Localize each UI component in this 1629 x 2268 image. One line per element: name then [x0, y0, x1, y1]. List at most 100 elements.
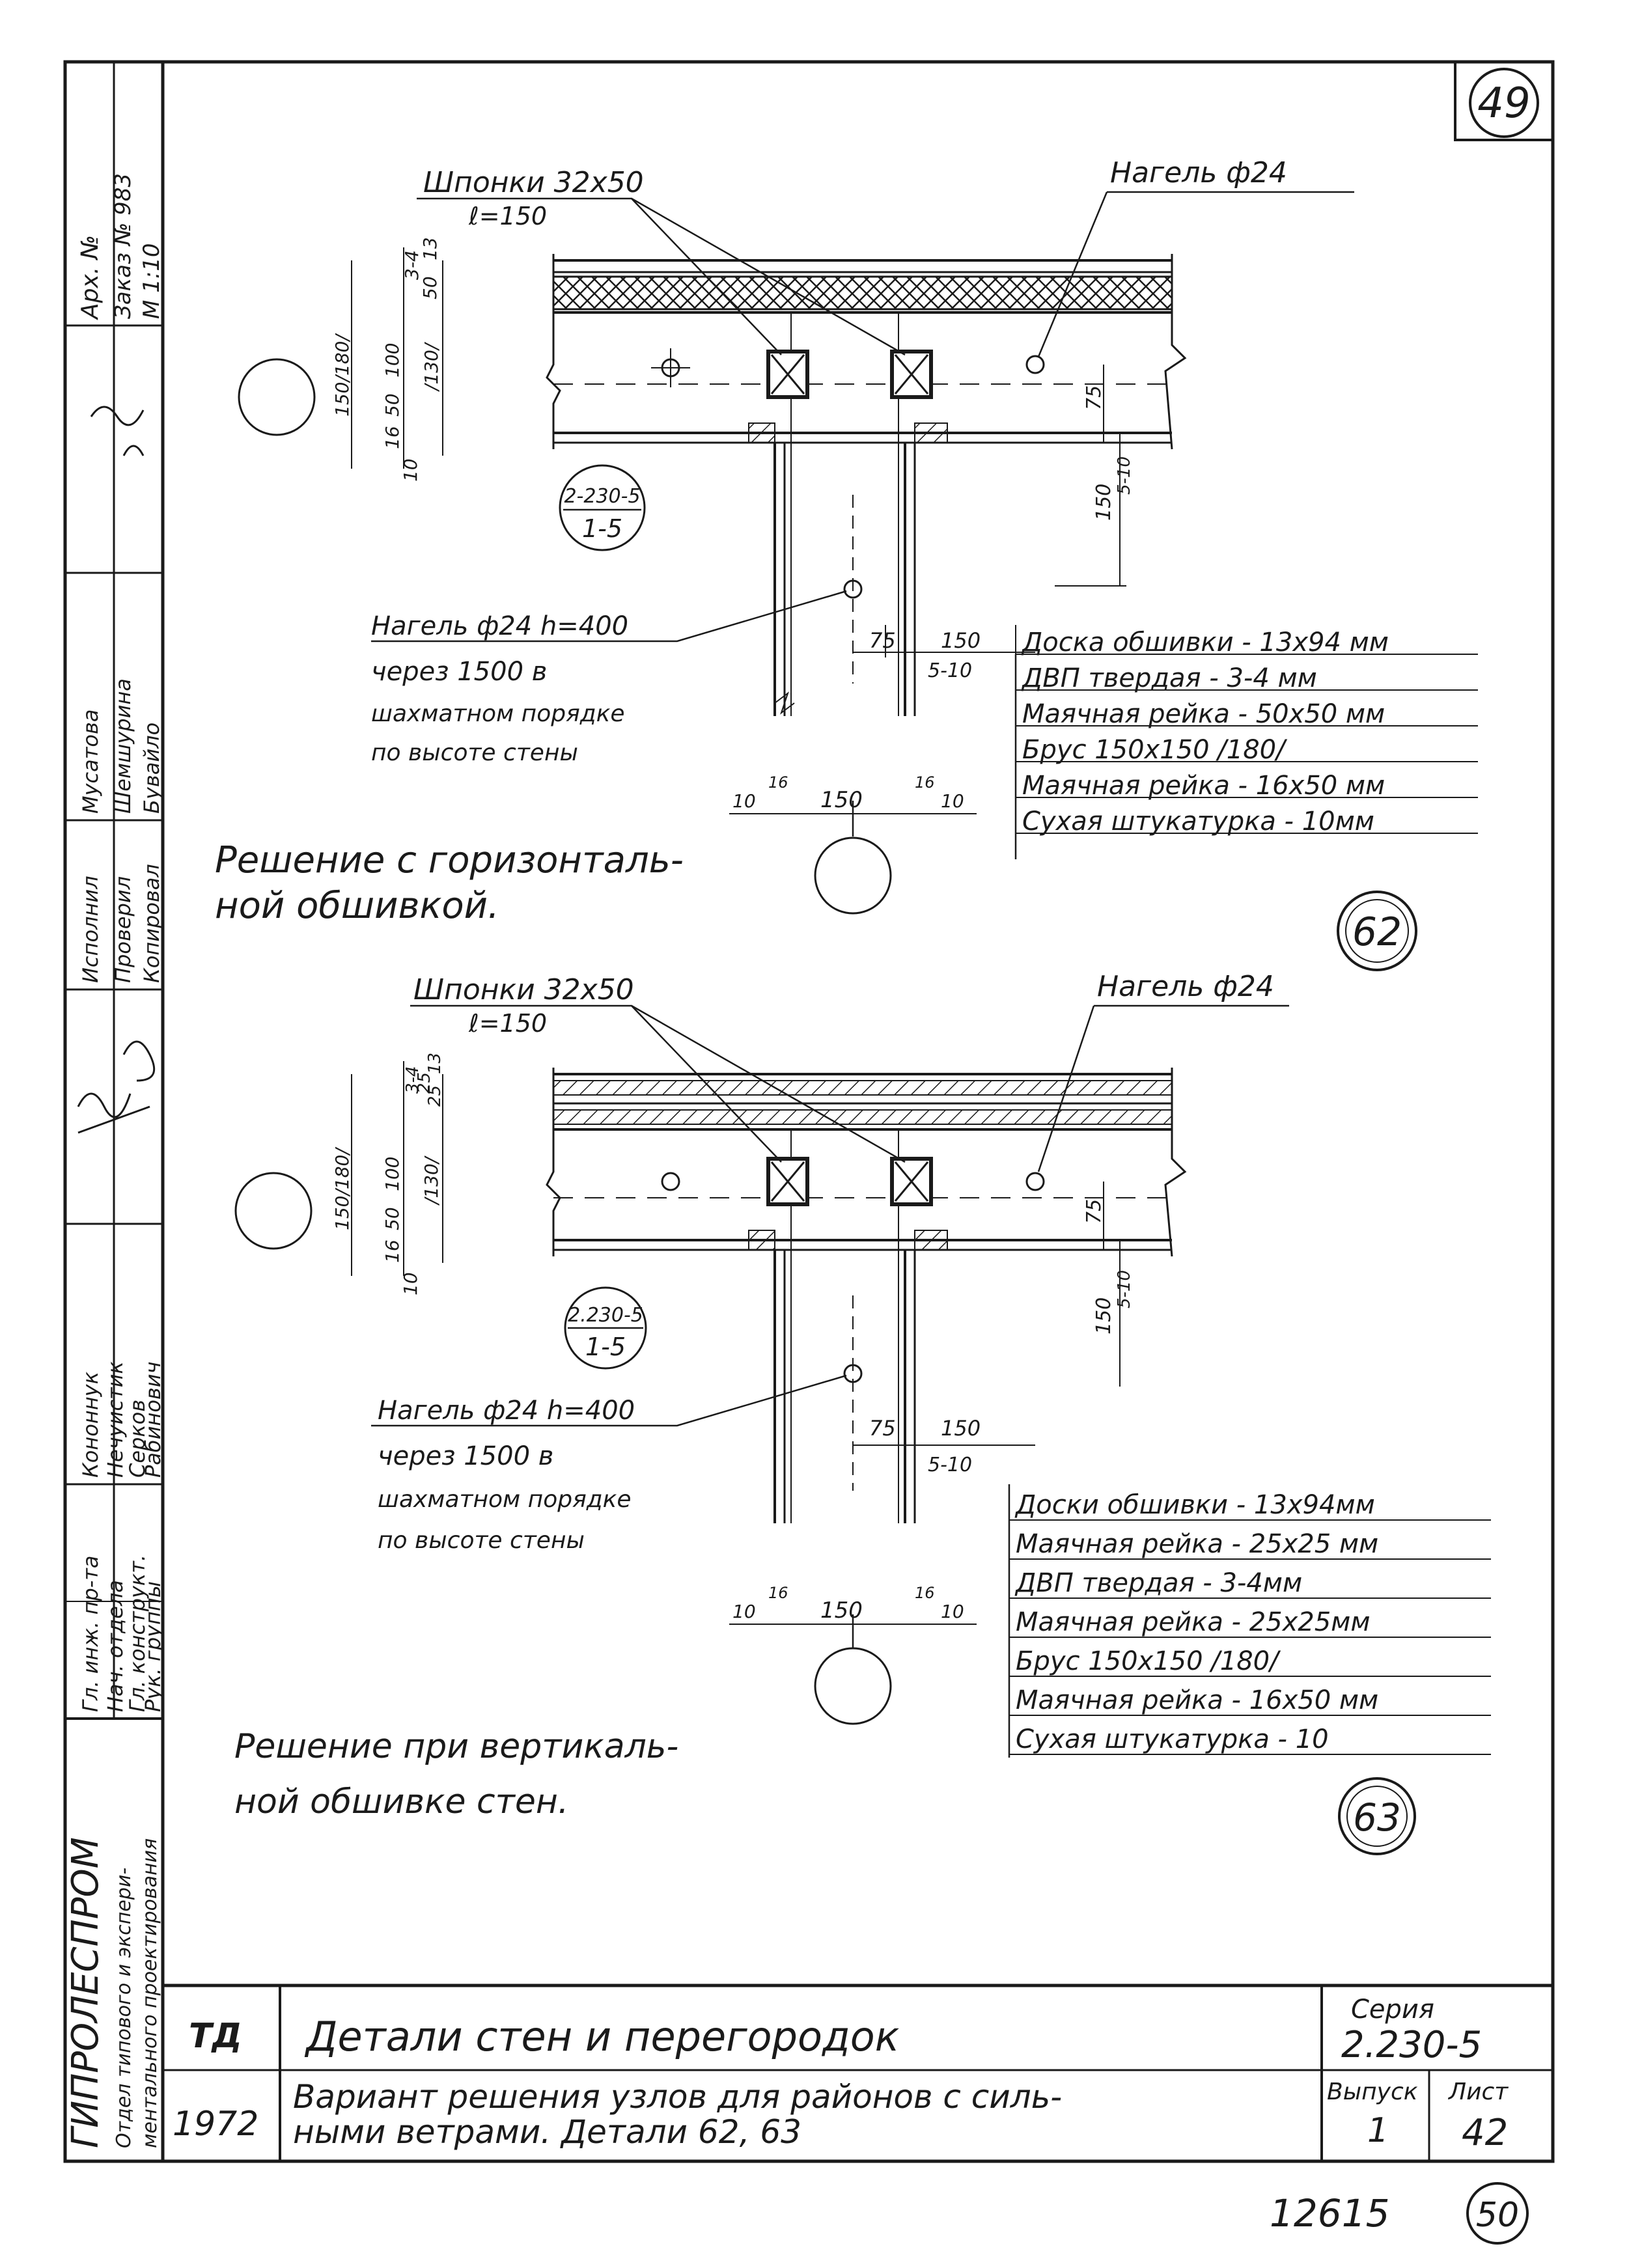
stamp-archive: Арх. №: [77, 235, 104, 320]
d63-dim-510v: 5-10: [1115, 1270, 1134, 1308]
stamp-role-0: Гл. инж. пр-та: [78, 1555, 103, 1712]
detail-62: [238, 191, 1478, 971]
stamp-org: ГИПРОЛЕСПРОМ: [64, 1837, 107, 2148]
d62-caption-1: Решение с горизонталь-: [215, 839, 684, 881]
sheet-frame: [63, 60, 1555, 2163]
d63-keys-len: ℓ=150: [468, 1009, 547, 1038]
stamp-name-3: Рабинович: [141, 1362, 165, 1478]
stamp-right-name-2: Бувайло: [139, 723, 164, 814]
d63-layer-0: Доски обшивки - 13х94мм: [1014, 1490, 1375, 1520]
d62-dim-left-3: 150/180/: [331, 333, 353, 417]
stamp-name-0: Кононнук: [78, 1371, 103, 1478]
d63-layer-3: Маячная рейка - 25х25мм: [1016, 1607, 1371, 1637]
d63-dim-left-8: 50: [382, 1207, 403, 1230]
d62-dim-left-2: 13: [419, 237, 441, 260]
d62-dim-75h: 75: [869, 628, 896, 653]
d62-dowel-note-2: через 1500 в: [371, 657, 547, 687]
d63-dowel-note-4: по высоте стены: [378, 1527, 585, 1554]
issue-label: Выпуск: [1327, 2079, 1418, 2105]
series-value: 2.230-5: [1341, 2024, 1482, 2066]
d62-dim-left-5: /130/: [421, 342, 442, 393]
d62-dim-510v: 5-10: [1115, 456, 1134, 495]
d62-dim-b-1: 16: [768, 773, 788, 792]
stamp-name-2: Серков: [125, 1400, 150, 1478]
d63-dim-left-5: 100: [382, 1157, 403, 1191]
d62-ref-1: 2-230-5: [564, 485, 640, 508]
corner-circle: [1469, 68, 1539, 138]
d62-dim-b-3: 16: [915, 773, 935, 792]
title-block: [163, 1984, 1553, 2161]
d63-dim-75h: 75: [869, 1416, 896, 1441]
stamp-role-3: Рук. группы: [141, 1581, 165, 1712]
sheet-title: Детали стен и перегородок: [304, 2013, 900, 2060]
stamp-right-role-1: Проверил: [111, 876, 135, 983]
stamp-name-1: Нечуистик: [103, 1361, 128, 1478]
d63-dim-left-0: 3-4: [403, 1066, 423, 1094]
stamp-role-1: Нач. отдела: [103, 1580, 128, 1712]
d63-dim-510h: 5-10: [928, 1454, 972, 1476]
d63-dim-b-3: 16: [915, 1584, 935, 1602]
issue-value: 1: [1367, 2111, 1389, 2150]
sheet-corner-number: 49: [1477, 79, 1530, 128]
sheet-subtitle-1: Вариант решения узлов для районов с силь…: [293, 2078, 1062, 2116]
d63-dowel-label: Нагель ф24: [1097, 970, 1274, 1003]
d62-dim-b-2: 150: [820, 787, 863, 813]
d63-dowel-note-2: через 1500 в: [378, 1441, 553, 1471]
td-label: ТД: [189, 2017, 242, 2056]
d62-ref-2: 1-5: [582, 514, 622, 543]
d63-dim-left-2: 13: [425, 1053, 445, 1074]
stamp-right-name-0: Мусатова: [78, 710, 103, 814]
sheet-subtitle-2: ными ветрами. Детали 62, 63: [293, 2113, 801, 2151]
top-number: 12615: [1270, 2191, 1390, 2235]
d62-dim-left-1: 50: [419, 276, 441, 299]
d62-dim-left-0: 3-4: [401, 250, 423, 280]
d63-dim-150h: 150: [941, 1416, 981, 1441]
stamp-dept-2: ментального проектирования: [139, 1838, 161, 2148]
corner-box: [1454, 61, 1554, 141]
bottom-circle-number: 50: [1476, 2196, 1519, 2235]
d63-dowel-note-3: шахматном порядке: [378, 1486, 632, 1513]
d62-dowel-note-3: шахматном порядке: [371, 700, 625, 727]
d63-dim-b-0: 10: [732, 1601, 756, 1622]
d63-dim-left-1: 25: [415, 1072, 434, 1094]
d63-dim-b-1: 16: [768, 1584, 788, 1602]
d62-dim-left-7: 50: [382, 393, 403, 417]
d63-dim-left-7: 16: [382, 1239, 403, 1263]
d62-dowel-note-4: по высоте стены: [371, 740, 578, 766]
d62-keys-len: ℓ=150: [468, 202, 547, 230]
bottom-circle: [1466, 2182, 1529, 2245]
stamp-right-role-0: Исполнил: [78, 876, 103, 983]
d63-caption-1: Решение при вертикаль-: [234, 1727, 678, 1766]
d63-dowel-note-1: Нагель ф24 h=400: [378, 1396, 635, 1426]
d62-dim-b-4: 10: [941, 790, 964, 812]
d62-caption-2: ной обшивкой.: [215, 885, 499, 927]
d62-dim-left-6: 16: [382, 426, 403, 449]
d62-dim-left-8: 10: [400, 458, 421, 482]
d63-dim-b-2: 150: [820, 1597, 863, 1624]
sheet-label: Лист: [1447, 2079, 1509, 2105]
sheet-value: 42: [1462, 2112, 1508, 2154]
d63-dim-75: 75: [1083, 1199, 1106, 1224]
d62-layer-5: Сухая штукатурка - 10мм: [1022, 807, 1374, 837]
d62-dowel-note-1: Нагель ф24 h=400: [371, 611, 628, 641]
d62-layer-2: Маячная рейка - 50х50 мм: [1022, 699, 1385, 729]
stamp-right-role-2: Копировал: [139, 864, 164, 983]
d63-layer-5: Маячная рейка - 16х50 мм: [1016, 1685, 1378, 1715]
d63-layer-2: ДВП твердая - 3-4мм: [1014, 1568, 1302, 1598]
d62-keys-label: Шпонки 32х50: [423, 166, 644, 199]
d62-layer-4: Маячная рейка - 16х50 мм: [1022, 771, 1385, 801]
d63-keys-label: Шпонки 32х50: [413, 973, 634, 1006]
stamp-right-name-1: Шемшурина: [111, 678, 135, 814]
stamp-order: Заказ № 983: [110, 173, 136, 319]
d62-dim-510h: 5-10: [928, 659, 972, 682]
stamp-scale: М 1:10: [139, 243, 165, 320]
d63-layer-4: Брус 150х150 /180/: [1016, 1646, 1281, 1676]
d62-dim-150v: 150: [1093, 484, 1115, 521]
d63-ref-1: 2.230-5: [568, 1304, 643, 1327]
d62-dim-150h: 150: [941, 628, 981, 653]
stamp-dept-1: Отдел типового и экспери-: [113, 1868, 135, 2148]
d63-dim-b-4: 10: [941, 1601, 964, 1622]
d62-dim-left-4: 100: [382, 343, 403, 378]
d62-layer-3: Брус 150х150 /180/: [1022, 735, 1288, 765]
